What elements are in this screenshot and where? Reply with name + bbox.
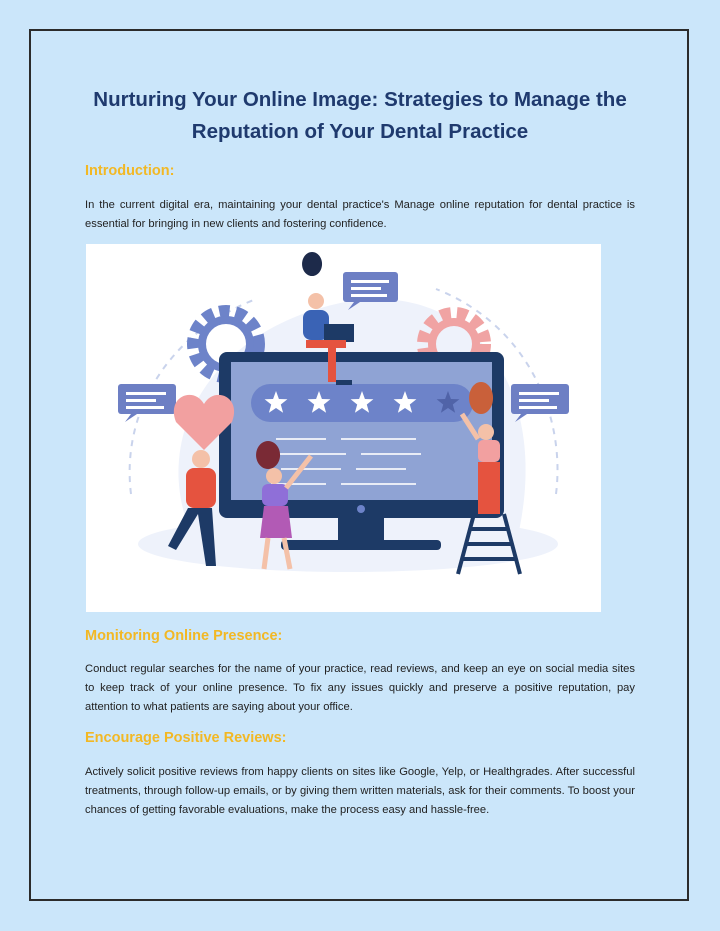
section-body-introduction: In the current digital era, maintaining … [85,199,635,230]
section-heading-reviews: Encourage Positive Reviews: [85,730,287,746]
page-title: Nurturing Your Online Image: Strategies … [93,88,627,143]
heart-icon [173,394,235,450]
star-rating [264,391,460,413]
person-with-laptop [302,252,354,385]
star-icon [436,391,460,413]
dashed-arc-right [435,288,559,495]
ladder-icon [456,513,522,575]
chat-bubble-left-icon [118,384,176,422]
section-body-monitoring: Conduct regular searches for the name of… [85,663,635,713]
reviews-illustration [86,244,601,612]
star-icon [350,391,374,413]
reviews-illustration-svg [118,252,569,575]
person-with-heart [168,394,235,566]
chat-bubble-right-icon [511,384,569,422]
person-on-ladder [459,382,500,514]
star-icon [264,391,288,413]
chat-bubble-top-icon [343,272,398,310]
page-frame [29,29,689,901]
person-pointing [256,441,313,570]
section-heading-monitoring: Monitoring Online Presence: [85,628,283,644]
section-body-reviews: Actively solicit positive reviews from h… [85,766,635,816]
star-icon [393,391,417,413]
section-heading-introduction: Introduction: [85,163,175,179]
star-icon [307,391,331,413]
